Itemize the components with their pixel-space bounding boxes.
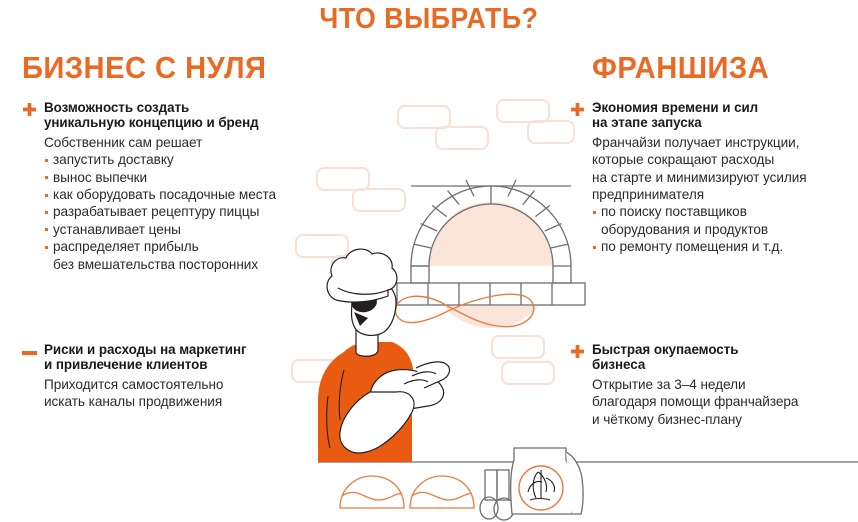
right-block-1-title: Экономия времени и сил на этапе запуска [592,100,758,131]
lead-line-1: Франчайзи получает инструкции, [592,134,800,150]
dough-swirl [395,293,535,328]
lead-line-2: искать каналы продвижения [44,394,223,410]
list-item: по ремонту помещения и т.д. [592,238,858,255]
right-column-heading: ФРАНШИЗА [592,50,770,85]
title-line-2: на этапе запуска [592,115,702,131]
bullet-line: как оборудовать посадочные места [53,187,277,203]
list-item: запустить доставку [44,151,322,168]
pizza-oven [396,179,586,328]
right-block-2-title: Быстрая окупаемость бизнеса [592,342,738,373]
list-item: как оборудовать посадочные места [44,186,322,203]
bullet-line-continued: без вмешательства посторонних [53,256,259,272]
lead-line-4: предпринимателя [592,187,705,203]
page-title: ЧТО ВЫБРАТЬ? [319,3,539,35]
lead-line-2: которые сокращают расходы [592,152,775,168]
bullet-line: разрабатывает рецептуру пиццы [53,204,260,220]
list-item: вынос выпечки [44,169,322,186]
right-block-1-body: Франчайзи получает инструкции, которые с… [592,134,858,256]
title-line-2: уникальную концепцию и бренд [44,115,259,131]
bullet-line: распределяет прибыль [53,239,199,255]
left-block-1-title: Возможность создать уникальную концепцию… [44,100,259,131]
plus-icon [570,100,592,116]
bullet-line: по ремонту помещения и т.д. [601,239,784,255]
bullet-line-continued: оборудования и продуктов [601,221,769,237]
bullet-line: запустить доставку [53,152,174,168]
rolling-pin [479,469,515,521]
lead-text: Собственник сам решает [44,134,203,150]
left-block-2-title: Риски и расходы на маркетинг и привлечен… [44,342,247,373]
bullet-line: устанавливает цены [53,221,181,237]
left-block-2: Риски и расходы на маркетинг и привлечен… [22,342,322,411]
dough-balls [339,475,475,509]
flour-sack [510,447,584,515]
right-block-2-body: Открытие за 3–4 недели благодаря помощи … [592,376,858,428]
title-line-2: бизнеса [592,357,646,373]
lead-line-1: Открытие за 3–4 недели [592,376,746,392]
right-block-1: Экономия времени и сил на этапе запуска … [570,100,858,256]
title-line-2: и привлечение клиентов [44,357,208,373]
lead-line-1: Приходится самостоятельно [44,376,224,392]
title-line-1: Экономия времени и сил [592,100,759,115]
title-line-1: Риски и расходы на маркетинг [44,342,247,357]
left-block-1-body: Собственник сам решает запустить доставк… [44,134,322,273]
title-line-1: Возможность создать [44,100,190,115]
list-item: по поиску поставщиков оборудования и про… [592,203,858,238]
right-block-2: Быстрая окупаемость бизнеса Открытие за … [570,342,858,428]
left-block-1: Возможность создать уникальную концепцию… [22,100,322,273]
left-block-2-body: Приходится самостоятельно искать каналы … [44,376,322,411]
lead-line-3: на старте и минимизируют усилия [592,169,807,185]
lead-line-3: и чёткому бизнес-плану [592,411,743,427]
left-block-1-bullets: запустить доставку вынос выпечки как обо… [44,151,322,273]
plus-icon [570,342,592,358]
list-item: распределяет прибыль без вмешательства п… [44,238,322,273]
bullet-line: вынос выпечки [53,169,148,185]
chef-figure [318,248,451,462]
list-item: устанавливает цены [44,221,322,238]
plus-icon [22,100,44,116]
right-block-1-bullets: по поиску поставщиков оборудования и про… [592,203,858,255]
lead-line-2: благодаря помощи франчайзера [592,394,799,410]
left-column-heading: БИЗНЕС С НУЛЯ [22,50,267,85]
bullet-line: по поиску поставщиков [601,204,747,220]
list-item: разрабатывает рецептуру пиццы [44,203,322,220]
title-line-1: Быстрая окупаемость [592,342,739,357]
minus-icon [22,342,44,355]
